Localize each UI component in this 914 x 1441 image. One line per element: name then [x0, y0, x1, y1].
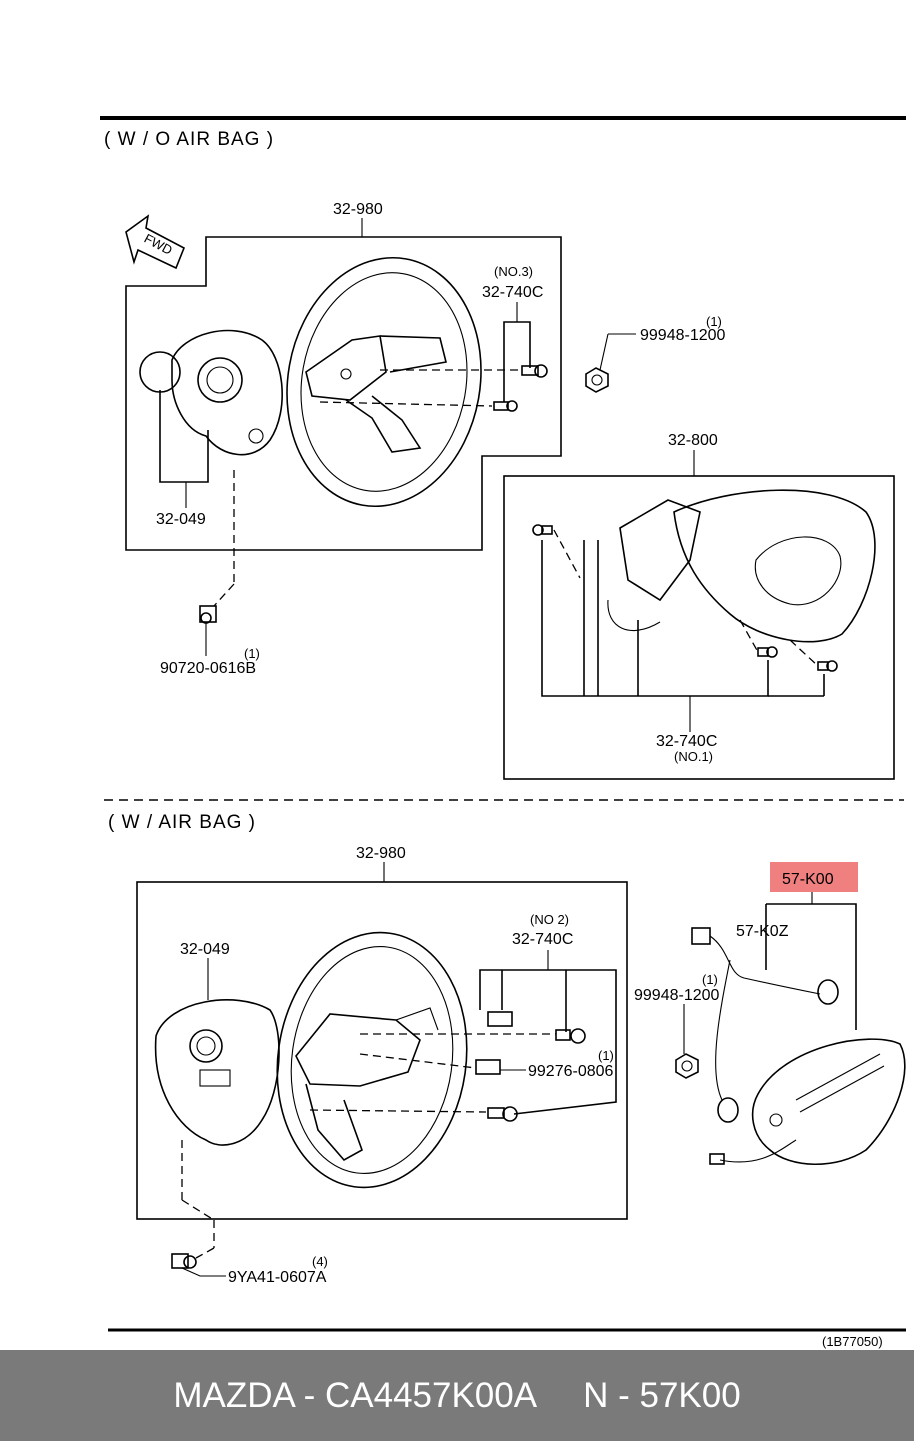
callout-32-049-b: 32-049	[180, 941, 230, 958]
callout-32-800: 32-800	[668, 432, 718, 449]
callout-99948-1200-b: 99948-1200	[634, 987, 720, 1004]
brand-part-number: MAZDA - CA4457K00A	[173, 1375, 538, 1415]
callout-32-740c-no1: 32-740C	[656, 733, 717, 750]
section-title-without-airbag: ( W / O AIR BAG )	[104, 129, 274, 150]
screw-icon	[532, 524, 553, 536]
callout-no3: (NO.3)	[494, 264, 533, 279]
screw-icon	[521, 364, 548, 378]
airbag-horn-pad-illustration	[154, 999, 280, 1146]
fwd-arrow-icon: FWD	[125, 214, 186, 270]
callout-9ya41-0607a: 9YA41-0607A	[228, 1269, 327, 1286]
frame-steering-wheel-airbag	[136, 881, 628, 1220]
callout-99948-1200: 99948-1200	[640, 327, 726, 344]
screw-icon	[817, 660, 838, 672]
screw-icon	[493, 400, 518, 412]
nut-icon	[585, 367, 609, 393]
callout-qty-1-c: (1)	[702, 972, 718, 987]
nut-icon	[675, 1053, 699, 1079]
airbag-module-illustration	[751, 1038, 906, 1165]
callout-qty-4: (4)	[312, 1254, 328, 1269]
section-title-with-airbag: ( W / AIR BAG )	[108, 812, 256, 833]
callout-qty-1b: (1)	[244, 646, 260, 661]
screw-icon	[555, 1028, 586, 1044]
parts-diagram: ( W / O AIR BAG ) FWD 32-980 32-049 (NO.…	[100, 116, 906, 1349]
callout-90720-0616b: 90720-0616B	[160, 660, 256, 677]
callout-no2: (NO 2)	[530, 912, 569, 927]
bolt-icon	[199, 605, 217, 624]
callout-32-740c: 32-740C	[482, 284, 543, 301]
bracket-icon	[487, 1011, 513, 1027]
diagram-reference: (1B77050)	[822, 1334, 883, 1349]
callout-32-980-b: 32-980	[356, 845, 406, 862]
callout-qty-1-b: (1)	[598, 1048, 614, 1063]
bolt-icon	[171, 1253, 197, 1269]
callout-qty-1: (1)	[706, 314, 722, 329]
frame-steering-wheel-no-airbag	[125, 236, 562, 551]
steering-wheel-airbag-illustration	[276, 931, 468, 1189]
frame-horn-pad	[503, 475, 895, 780]
screw-icon	[757, 646, 778, 658]
horn-pad-cover-illustration	[607, 489, 876, 643]
wiring-harness-illustration	[691, 927, 839, 1165]
steering-wheel-illustration	[286, 256, 482, 508]
bracket-icon	[475, 1059, 501, 1075]
catalog-code: N - 57K00	[583, 1375, 741, 1415]
callout-99276-0806: 99276-0806	[528, 1063, 614, 1080]
horn-pad-illustration	[139, 329, 283, 456]
callout-no1: (NO.1)	[674, 749, 713, 764]
callout-32-740c-b: 32-740C	[512, 931, 573, 948]
part-number-footer: MAZDA - CA4457K00A N - 57K00	[0, 1350, 914, 1441]
callout-32-049: 32-049	[156, 511, 206, 528]
highlighted-part-box	[770, 862, 858, 892]
callout-57-k00: 57-K00	[782, 871, 834, 888]
callout-32-980: 32-980	[333, 201, 383, 218]
callout-57-k0z: 57-K0Z	[736, 923, 789, 940]
screw-icon	[487, 1106, 518, 1122]
